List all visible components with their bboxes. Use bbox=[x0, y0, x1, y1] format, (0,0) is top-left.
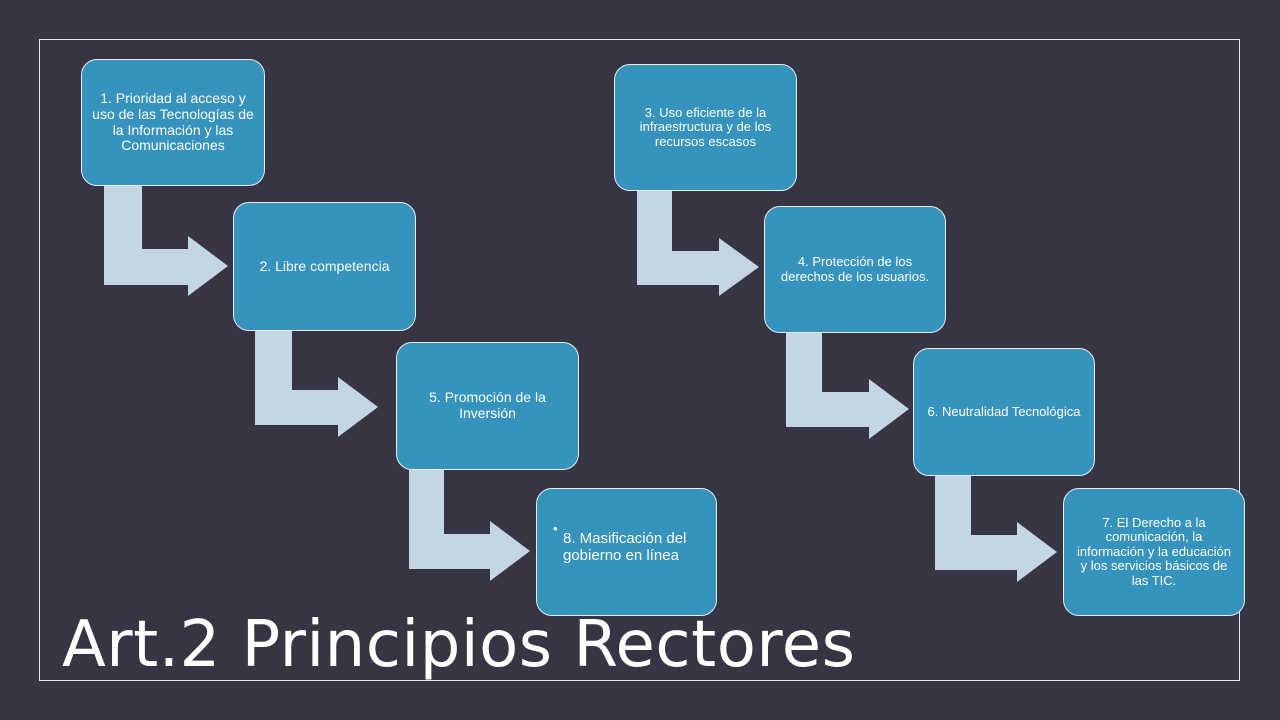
slide-title: Art.2 Principios Rectores bbox=[62, 608, 856, 682]
principle-box-4: 4. Protección de los derechos de los usu… bbox=[764, 206, 946, 333]
arrow-3-to-4 bbox=[637, 191, 759, 296]
principle-box-5: 5. Promoción de la Inversión bbox=[396, 342, 579, 470]
principle-box-6: 6. Neutralidad Tecnológica bbox=[913, 348, 1095, 476]
principle-box-2: 2. Libre competencia bbox=[233, 202, 416, 331]
arrow-5-to-8 bbox=[409, 470, 530, 581]
arrow-2-to-5 bbox=[255, 331, 378, 437]
arrow-1-to-2 bbox=[104, 186, 228, 296]
bullet-icon: • bbox=[553, 521, 558, 536]
principle-6-text: 6. Neutralidad Tecnológica bbox=[927, 403, 1081, 419]
principle-box-1: 1. Prioridad al acceso y uso de las Tecn… bbox=[81, 59, 265, 186]
principle-7-text: 7. El Derecho a la comunicación, la info… bbox=[1077, 514, 1231, 588]
principle-3-text: 3. Uso eficiente de la infraestructura y… bbox=[639, 104, 772, 149]
principle-5-text: 5. Promoción de la Inversión bbox=[429, 389, 546, 421]
principle-4-text: 4. Protección de los derechos de los usu… bbox=[780, 253, 930, 284]
arrow-4-to-6 bbox=[786, 333, 909, 439]
principle-box-3: 3. Uso eficiente de la infraestructura y… bbox=[614, 64, 797, 191]
slide-frame bbox=[39, 39, 1240, 681]
principle-box-8: • 8. Masificación del gobierno en línea bbox=[536, 488, 717, 616]
principle-8-text: 8. Masificación del gobierno en línea bbox=[563, 530, 687, 564]
principle-2-text: 2. Libre competencia bbox=[259, 257, 390, 274]
principle-box-7: 7. El Derecho a la comunicación, la info… bbox=[1063, 488, 1245, 616]
principle-1-text: 1. Prioridad al acceso y uso de las Tecn… bbox=[92, 90, 254, 154]
arrow-6-to-7 bbox=[935, 476, 1057, 582]
